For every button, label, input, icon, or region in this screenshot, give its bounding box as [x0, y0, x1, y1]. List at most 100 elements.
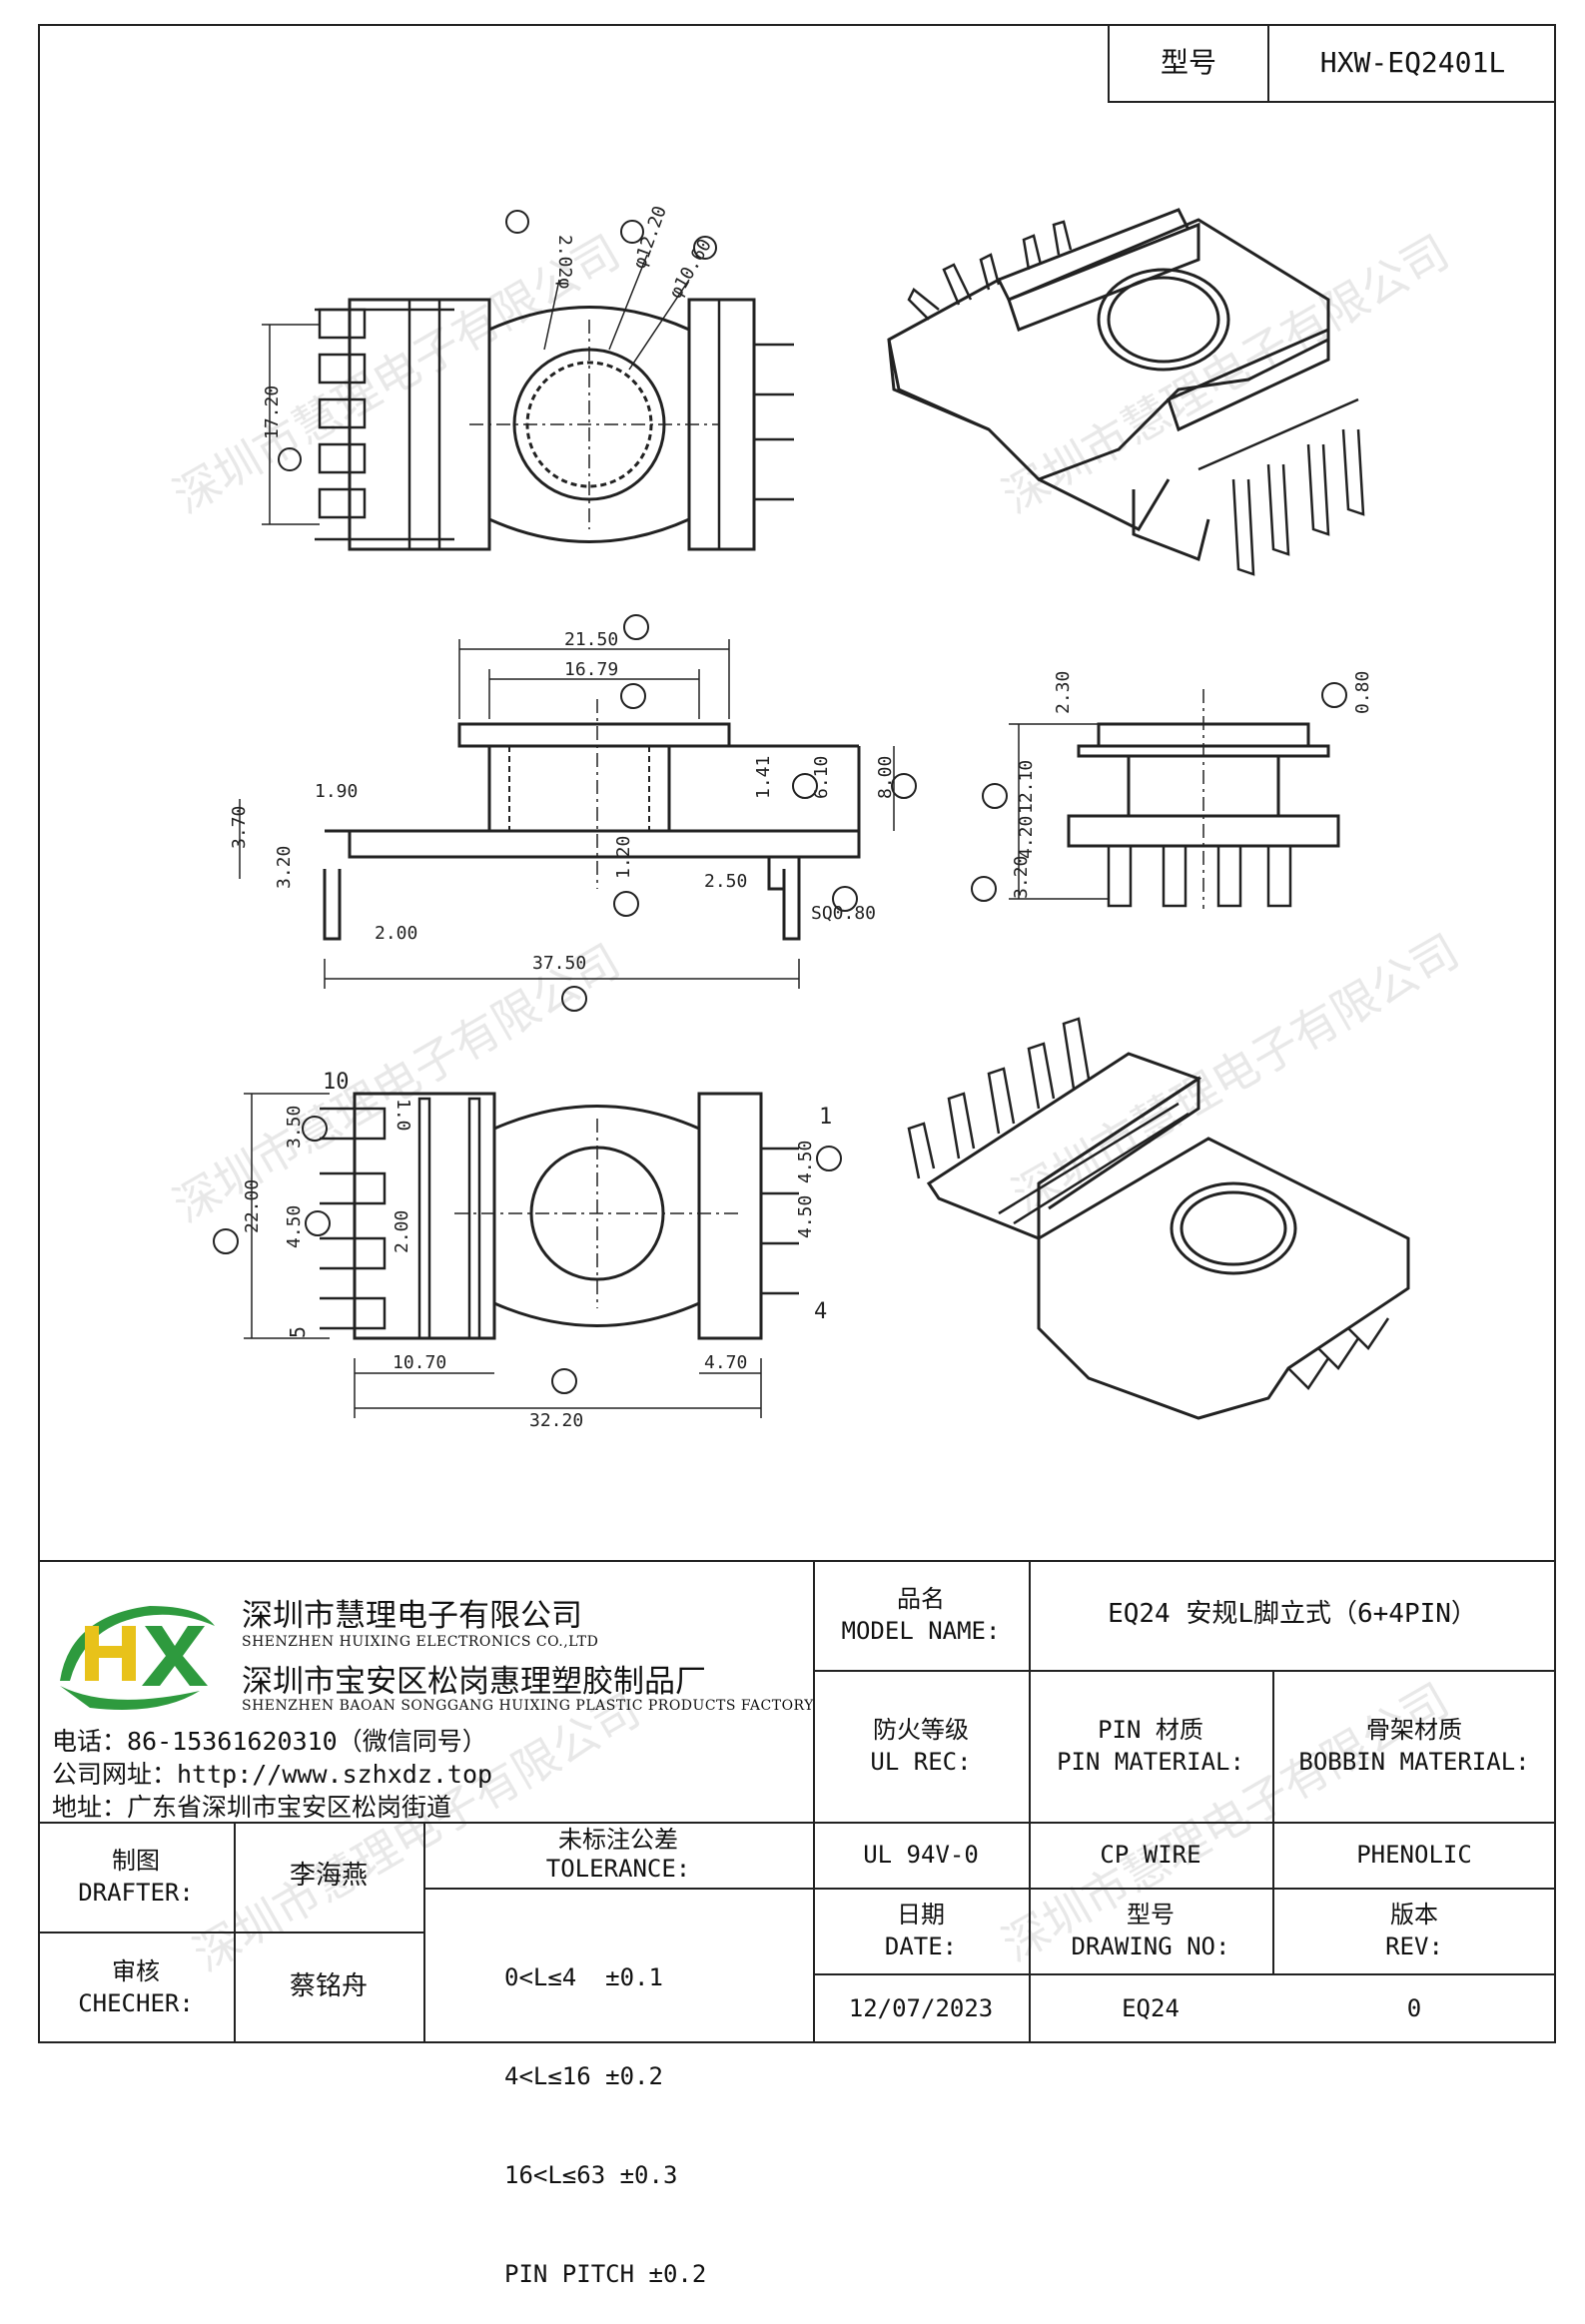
dim-i: 1.20 — [613, 836, 634, 879]
pin-material-label-en: PIN MATERIAL: — [1057, 1748, 1244, 1776]
dim-f: 16.79 — [564, 659, 618, 680]
ul-label-cn: 防火等级 — [873, 1715, 969, 1744]
dim-d: 17.20 — [262, 386, 283, 439]
dim-j: 1.90 — [315, 781, 358, 802]
pin-4: 4 — [814, 1299, 827, 1324]
tolerance-row: PIN PITCH ±0.2 — [504, 2260, 707, 2288]
dim-g: 6.10 — [811, 756, 832, 799]
model-name-label: 品名 MODEL NAME: — [813, 1560, 1029, 1670]
bottom-view — [213, 1092, 842, 1418]
ul-label: 防火等级 UL REC: — [813, 1670, 1029, 1822]
factory-name-cn: 深圳市宝安区松岗惠理塑胶制品厂 — [242, 1664, 706, 1700]
dim-d1: 10.70 — [393, 1352, 446, 1373]
factory-name-en: SHENZHEN BAOAN SONGGANG HUIXING PLASTIC … — [242, 1698, 814, 1714]
checker-label-en: CHECHER: — [78, 1989, 194, 2017]
bobbin-material-label-en: BOBBIN MATERIAL: — [1298, 1748, 1530, 1776]
dim-a: 2.02φ — [554, 235, 575, 289]
iso-view-bottom — [907, 1017, 1410, 1420]
company-phone: 电话：86-15361620310（微信同号） — [52, 1727, 487, 1756]
rev-value: 0 — [1406, 1993, 1422, 2022]
tolerance-row: 4<L≤16 ±0.2 — [504, 2062, 663, 2090]
company-name-en: SHENZHEN HUIXING ELECTRONICS CO.,LTD — [242, 1634, 599, 1650]
drawing-sheet — [38, 24, 1556, 2043]
technical-drawing: 2.02φ φ12.20 φ10.60 17.20 21.50 16.79 6.… — [213, 203, 1410, 1431]
dim-end-low: 4.20 — [1016, 816, 1037, 859]
tolerance-label: 未标注公差 TOLERANCE: — [423, 1822, 813, 1888]
drawing-no-label: 型号 DRAWING NO: — [1029, 1888, 1272, 1973]
dim-w: 22.00 — [242, 1179, 263, 1233]
dim-b: φ12.20 — [629, 203, 671, 271]
drafter-label-en: DRAFTER: — [78, 1879, 194, 1907]
drafter-label-cn: 制图 — [112, 1846, 160, 1875]
bobbin-material-label: 骨架材质 BOBBIN MATERIAL: — [1272, 1670, 1556, 1822]
rev-label-cn: 版本 — [1390, 1900, 1438, 1929]
model-box-label: 型号 — [1110, 24, 1269, 101]
dim-h: 8.00 — [875, 756, 896, 799]
pin-10: 10 — [323, 1070, 350, 1095]
drawing-no-value: EQ24 — [1122, 1993, 1180, 2022]
dim-p3: 2.00 — [392, 1210, 412, 1253]
dim-small: 1.41 — [753, 756, 774, 799]
end-view — [971, 682, 1347, 909]
dim-end-mid: 12.10 — [1016, 760, 1037, 814]
dim-d2: 4.70 — [704, 1352, 747, 1373]
drafter-label: 制图 DRAFTER: — [38, 1822, 234, 1932]
rev-label-en: REV: — [1385, 1933, 1443, 1960]
model-name-value: EQ24 安规L脚立式（6+4PIN） — [1108, 1599, 1477, 1630]
model-name-label-cn: 品名 — [897, 1584, 945, 1613]
side-view — [239, 614, 917, 1012]
tolerance-row: 0<L≤4 ±0.1 — [504, 1963, 663, 1991]
tolerance-list: 0<L≤4 ±0.1 4<L≤16 ±0.2 16<L≤63 ±0.3 PIN … — [504, 1896, 706, 2324]
pin-material-value: CP WIRE — [1100, 1840, 1201, 1869]
drafter-name: 李海燕 — [289, 1861, 368, 1892]
model-box: 型号 HXW-EQ2401L — [1108, 24, 1556, 103]
dim-len: 37.50 — [532, 953, 586, 974]
tolerance-label-cn: 未标注公差 — [558, 1826, 678, 1855]
dim-p5: 4.50 — [795, 1195, 816, 1238]
dim-end-n: 0.80 — [1352, 671, 1373, 714]
dim-p4: 4.50 — [795, 1141, 816, 1183]
checker-label: 审核 CHECHER: — [38, 1932, 234, 2043]
company-address: 地址：广东省深圳市宝安区松岗街道 — [52, 1793, 452, 1822]
dim-p1: 3.50 — [284, 1106, 305, 1149]
drawing-no-label-cn: 型号 — [1127, 1900, 1175, 1929]
company-name-cn: 深圳市慧理电子有限公司 — [242, 1598, 582, 1634]
pin-material-label: PIN 材质 PIN MATERIAL: — [1029, 1670, 1272, 1822]
model-name-label-en: MODEL NAME: — [841, 1617, 1001, 1645]
drawing-no-label-en: DRAWING NO: — [1071, 1933, 1230, 1960]
rev-label: 版本 REV: — [1272, 1888, 1556, 1973]
tolerance-row: 16<L≤63 ±0.3 — [504, 2161, 678, 2189]
iso-view-top — [887, 208, 1365, 576]
model-box-value: HXW-EQ2401L — [1319, 45, 1506, 79]
date-value: 12/07/2023 — [848, 1993, 994, 2022]
dim-n: 2.50 — [704, 871, 747, 892]
dim-sq: SQ0.80 — [811, 903, 876, 924]
dim-l: 3.20 — [274, 846, 295, 889]
company-website: 公司网址：http://www.szhxdz.top — [52, 1760, 493, 1789]
bobbin-material-label-cn: 骨架材质 — [1366, 1715, 1462, 1744]
ul-label-en: UL REC: — [870, 1748, 972, 1776]
ul-value: UL 94V-0 — [863, 1840, 979, 1869]
dim-end-top: 2.30 — [1053, 671, 1074, 714]
pin-5: 5 — [286, 1326, 310, 1338]
company-logo — [50, 1586, 225, 1716]
date-label-cn: 日期 — [897, 1900, 945, 1929]
date-label-en: DATE: — [884, 1933, 958, 1960]
checker-label-cn: 审核 — [112, 1956, 160, 1985]
dim-k: 3.70 — [229, 806, 250, 849]
dim-end-bot: 3.20 — [1011, 856, 1032, 899]
dim-c: φ10.60 — [665, 236, 716, 303]
dim-e: 21.50 — [564, 629, 618, 650]
dim-p2: 4.50 — [284, 1205, 305, 1248]
dim-m: 2.00 — [375, 923, 417, 944]
tolerance-label-en: TOLERANCE: — [545, 1855, 691, 1883]
bobbin-material-value: PHENOLIC — [1356, 1840, 1472, 1869]
dim-small-b: 1.0 — [393, 1099, 413, 1132]
pin-1: 1 — [819, 1105, 832, 1130]
pin-material-label-cn: PIN 材质 — [1098, 1715, 1203, 1744]
top-view — [262, 210, 794, 551]
date-label: 日期 DATE: — [813, 1888, 1029, 1973]
dim-total: 32.20 — [529, 1410, 583, 1431]
checker-name: 蔡铭舟 — [289, 1971, 368, 2002]
title-block — [38, 1560, 1556, 2043]
